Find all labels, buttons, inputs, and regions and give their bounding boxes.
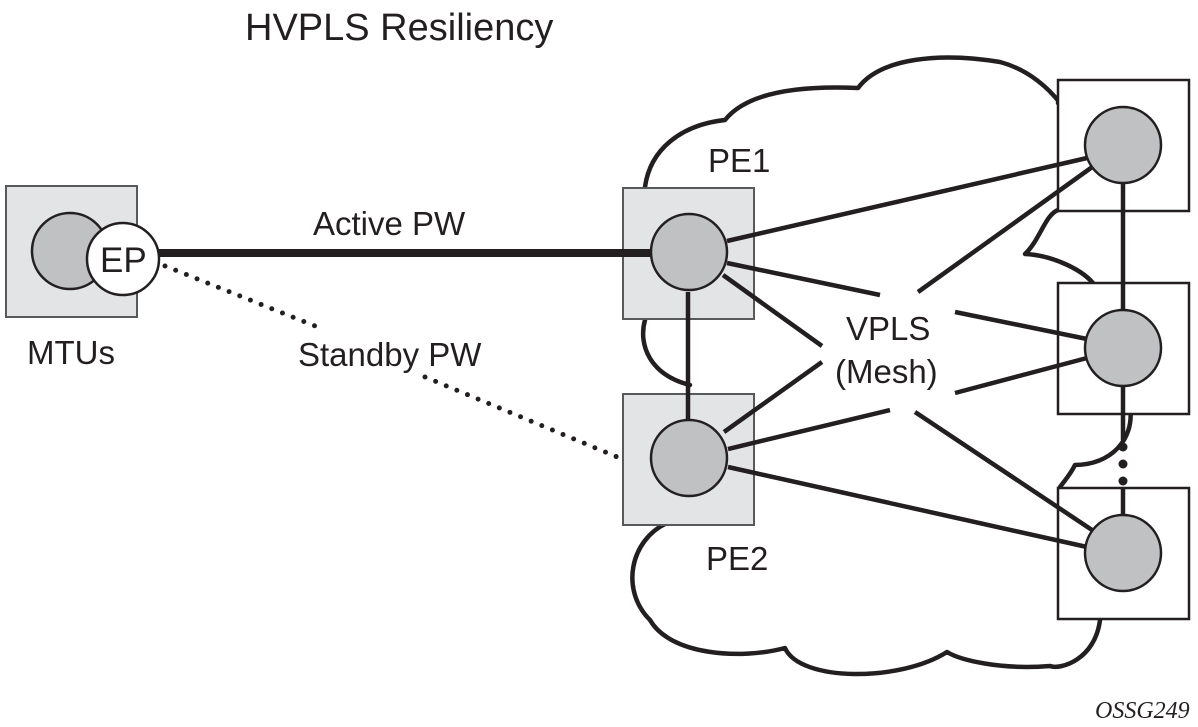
standby-pw-line [422,374,625,462]
remote-node-1[interactable] [1083,105,1163,185]
active-pw-label: Active PW [313,205,466,242]
mesh-link [954,355,1088,396]
ellipsis-dot [1118,442,1128,452]
mesh-link [722,360,824,434]
standby-pw-line [162,263,328,333]
mesh-link [721,273,824,348]
pe1-label: PE1 [708,142,770,179]
ellipsis-dot [1118,459,1128,469]
mtu-label: MTUs [27,334,115,371]
remote-node-3[interactable] [1083,513,1163,593]
vpls-cloud [630,55,1133,677]
mesh-link [727,464,1088,550]
standby-pw-label: Standby PW [298,336,482,373]
ep-label: EP [100,241,147,280]
mesh-link [913,410,1094,532]
diagram-title: HVPLS Resiliency [245,7,553,49]
remote-node-2[interactable] [1083,308,1163,388]
mesh-link [954,309,1088,342]
ellipsis-dot [1118,476,1128,486]
vpls-mesh-label-line2: (Mesh) [835,353,938,390]
pe2-node[interactable] [649,418,729,498]
mesh-link [726,260,881,298]
pe1-node[interactable] [649,212,729,292]
vpls-mesh-links [685,155,1126,550]
mesh-link [726,155,1088,244]
mesh-link [727,407,891,452]
pe2-label: PE2 [706,540,768,577]
figure-code: OSSG249 [1095,698,1190,724]
vpls-mesh-label-line1: VPLS [846,310,930,347]
ep-node[interactable] [85,221,161,297]
mesh-link [916,163,1097,294]
